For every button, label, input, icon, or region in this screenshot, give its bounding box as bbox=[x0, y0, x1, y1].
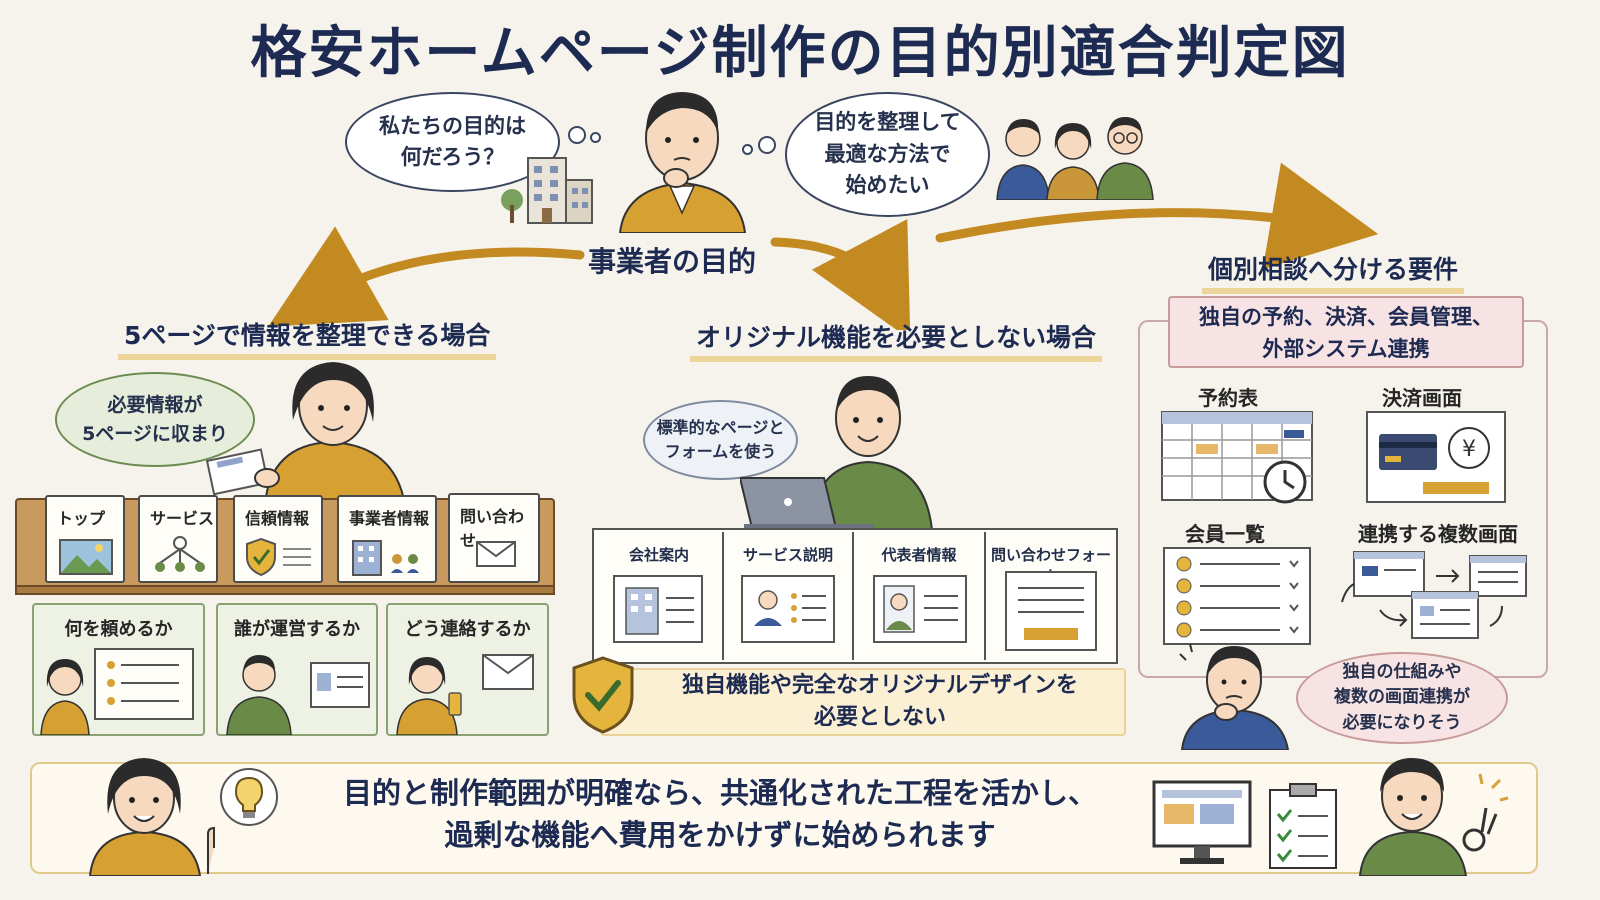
bubble-line: 必要情報が bbox=[107, 394, 203, 416]
network-icon bbox=[155, 536, 205, 572]
page-card-representative: 代表者情報 bbox=[854, 532, 986, 660]
question-label: 誰が運営するか bbox=[234, 619, 360, 640]
middle-speech-bubble: 標準的なページと フォームを使う bbox=[643, 400, 798, 480]
woman-pointing-illustration bbox=[88, 758, 215, 876]
question-box-what: 何を頼めるか bbox=[32, 603, 205, 736]
image-icon bbox=[59, 539, 113, 575]
bubble-line: 独自の仕組みや bbox=[1342, 661, 1462, 682]
page-card-trust: 信頼情報 bbox=[233, 495, 323, 583]
page-card-service-desc: サービス説明 bbox=[724, 532, 854, 660]
checklist-clipboard-icon bbox=[1269, 783, 1337, 869]
page-card-top: トップ bbox=[45, 495, 125, 583]
page-card-company: 会社案内 bbox=[596, 532, 724, 660]
conclusion-line: 過剰な機能へ費用をかけずに始められます bbox=[444, 818, 996, 853]
thought-dot bbox=[758, 136, 776, 154]
shelf-edge bbox=[15, 585, 555, 595]
thought-bubble-left: 私たちの目的は 何だろう？ bbox=[345, 92, 560, 192]
woman-with-phone-illustration bbox=[396, 654, 534, 735]
payment-label: 決済画面 bbox=[1382, 386, 1462, 410]
bubble-line: 5ページに収まり bbox=[82, 422, 228, 445]
building-icon bbox=[352, 540, 419, 576]
page-card-label: 会社案内 bbox=[628, 546, 689, 564]
page-card-business-info: 事業者情報 bbox=[337, 495, 437, 583]
thought-dot bbox=[742, 144, 753, 155]
profile-list-icon bbox=[741, 575, 835, 643]
payment-icon: ¥ bbox=[1366, 411, 1506, 503]
no-custom-feature-note bbox=[600, 668, 1126, 736]
middle-section-heading: オリジナル機能を必要としない場合 bbox=[690, 318, 1103, 362]
page-card-label: 事業者情報 bbox=[349, 509, 430, 528]
worried-man-illustration bbox=[1179, 643, 1290, 750]
man-with-profile-illustration bbox=[226, 655, 370, 735]
custom-requirement-box: 独自の予約、決済、会員管理、 外部システム連携 bbox=[1168, 296, 1524, 368]
mail-icon bbox=[476, 541, 516, 567]
reservation-label: 予約表 bbox=[1198, 386, 1258, 410]
calendar-icon bbox=[1161, 411, 1313, 504]
svg-text:¥: ¥ bbox=[1462, 437, 1476, 462]
woman-pointing-board-illustration bbox=[40, 648, 194, 735]
page-card-label: サービス bbox=[150, 509, 215, 528]
man-with-laptop-illustration bbox=[740, 376, 934, 530]
shield-check-icon bbox=[572, 656, 634, 734]
question-box-who: 誰が運営するか bbox=[216, 603, 378, 736]
note-line: 必要としない bbox=[813, 704, 946, 730]
page-card-label: サービス説明 bbox=[742, 546, 833, 564]
thought-dot bbox=[568, 126, 586, 144]
thinking-man-illustration bbox=[618, 92, 747, 233]
page-card-label: トップ bbox=[57, 509, 106, 528]
linked-screens-icon bbox=[1341, 551, 1527, 639]
requirement-line: 外部システム連携 bbox=[1262, 336, 1430, 361]
bubble-line: 最適な方法で bbox=[824, 141, 951, 166]
lightbulb-icon bbox=[220, 768, 278, 826]
member-list-label: 会員一覧 bbox=[1185, 522, 1265, 546]
left-section-heading: 5ページで情報を整理できる場合 bbox=[118, 316, 497, 360]
desktop-monitor-icon bbox=[1152, 780, 1252, 864]
conclusion-text: 目的と制作範囲が明確なら、共通化された工程を活かし、 過剰な機能へ費用をかけずに… bbox=[280, 772, 1160, 856]
question-label: 何を頼めるか bbox=[64, 619, 173, 640]
building-icon bbox=[613, 575, 703, 643]
thought-dot bbox=[590, 132, 601, 143]
bubble-line: フォームを使う bbox=[664, 442, 777, 461]
bubble-line: 私たちの目的は bbox=[379, 113, 526, 138]
page-title: 格安ホームページ制作の目的別適合判定図 bbox=[250, 21, 1350, 86]
conclusion-line: 目的と制作範囲が明確なら、共通化された工程を活かし、 bbox=[342, 776, 1097, 810]
business-purpose-label: 事業者の目的 bbox=[588, 245, 757, 278]
right-section-heading: 個別相談へ分ける要件 bbox=[1202, 250, 1465, 294]
building-icon bbox=[501, 157, 593, 224]
bubble-line: 必要になりそう bbox=[1342, 712, 1462, 733]
thought-bubble-right: 目的を整理して 最適な方法で 始めたい bbox=[785, 92, 990, 217]
page-card-service: サービス bbox=[138, 495, 218, 583]
linked-screens-label: 連携する複数画面 bbox=[1358, 522, 1518, 546]
bubble-line: 何だろう？ bbox=[400, 145, 505, 169]
woman-with-card-illustration bbox=[205, 362, 407, 505]
left-speech-bubble: 必要情報が 5ページに収まり bbox=[55, 372, 255, 467]
man-ok-sign-illustration bbox=[1358, 758, 1509, 876]
form-icon bbox=[1005, 571, 1097, 651]
page-card-contact-form: 問い合わせフォーム bbox=[986, 532, 1116, 660]
shield-icon bbox=[246, 537, 311, 577]
requirement-line: 独自の予約、決済、会員管理、 bbox=[1199, 305, 1493, 329]
business-group-illustration bbox=[996, 117, 1154, 200]
page-card-label: 代表者情報 bbox=[881, 546, 957, 564]
bubble-line: 複数の画面連携が bbox=[1334, 687, 1470, 708]
bubble-line: 始めたい bbox=[845, 173, 930, 198]
page-card-label: 信頼情報 bbox=[245, 509, 310, 528]
bubble-line: 目的を整理して bbox=[814, 110, 961, 135]
bubble-line: 標準的なページと bbox=[656, 418, 785, 437]
right-speech-bubble: 独自の仕組みや 複数の画面連携が 必要になりそう bbox=[1296, 652, 1508, 744]
member-list-icon bbox=[1163, 547, 1311, 645]
page-card-contact: 問い合わせ bbox=[448, 493, 540, 583]
question-label: どう連絡するか bbox=[404, 619, 531, 640]
flow-arrows bbox=[268, 162, 1379, 330]
note-line: 独自機能や完全なオリジナルデザインを bbox=[681, 673, 1078, 698]
representative-profile-icon bbox=[873, 575, 967, 643]
page-card-label: 問い合わせ bbox=[460, 507, 525, 550]
question-box-how: どう連絡するか bbox=[386, 603, 549, 736]
note-text: 独自機能や完全なオリジナルデザインを 必要としない bbox=[640, 670, 1120, 734]
